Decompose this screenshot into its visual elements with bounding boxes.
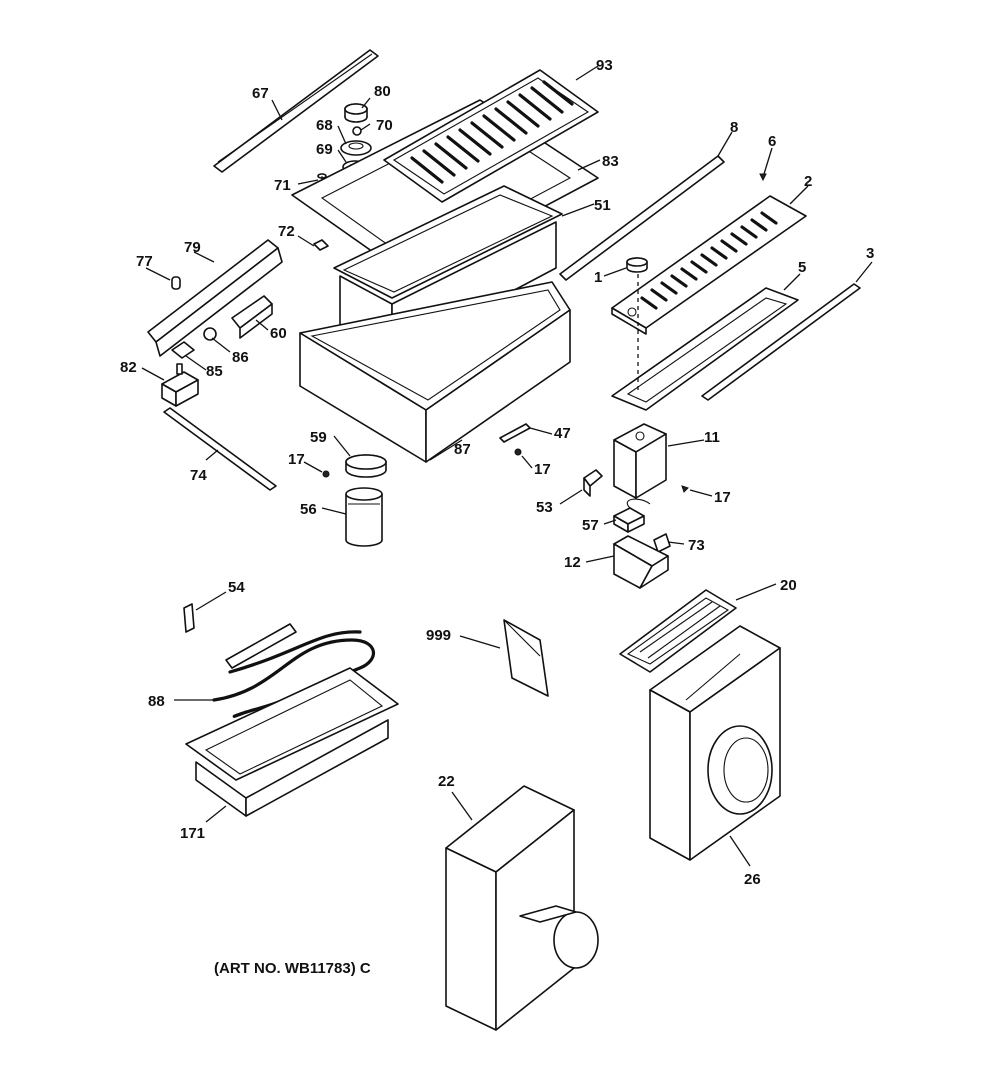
callout-57: 57 <box>582 517 599 534</box>
art-number-label: (ART NO. WB11783) C <box>214 960 371 977</box>
part-72-clip <box>313 239 329 251</box>
callout-67: 67 <box>252 85 269 102</box>
part-59-lid <box>345 454 387 478</box>
part-54-bracket <box>183 603 195 633</box>
callout-59: 59 <box>310 429 327 446</box>
part-8-strip <box>559 155 725 281</box>
part-17-screw-c <box>681 485 689 493</box>
part-17-screw-b <box>514 448 522 456</box>
callout-86: 86 <box>232 349 249 366</box>
callout-2: 2 <box>804 173 812 190</box>
part-80-knob <box>344 103 368 123</box>
callout-17-c: 17 <box>714 489 731 506</box>
callout-11: 11 <box>704 429 720 446</box>
part-67-strip <box>213 49 379 173</box>
callout-79: 79 <box>184 239 201 256</box>
callout-60: 60 <box>270 325 287 342</box>
part-73-clip <box>653 533 671 553</box>
part-1-knob <box>626 257 648 273</box>
callout-22: 22 <box>438 773 455 790</box>
part-93-grille <box>383 69 599 203</box>
callout-5: 5 <box>798 259 806 276</box>
part-60-terminal-block <box>231 295 273 339</box>
part-70-clip <box>352 126 362 136</box>
callout-85: 85 <box>206 363 223 380</box>
callout-88: 88 <box>148 693 165 710</box>
part-26-housing <box>649 625 781 861</box>
callout-83: 83 <box>602 153 619 170</box>
grille-2-slats <box>640 211 778 310</box>
callout-8: 8 <box>730 119 738 136</box>
callout-72: 72 <box>278 223 295 240</box>
part-171-drip-pan <box>185 667 399 817</box>
leader-lines <box>141 65 873 867</box>
part-17-screw-a <box>322 470 330 478</box>
callout-3: 3 <box>866 245 874 262</box>
part-6-screw <box>759 173 767 182</box>
callout-53: 53 <box>536 499 553 516</box>
callout-26: 26 <box>744 871 761 888</box>
part-86-clip <box>203 327 217 341</box>
callout-1: 1 <box>594 269 602 286</box>
callout-82: 82 <box>120 359 137 376</box>
callout-47: 47 <box>554 425 571 442</box>
callout-74: 74 <box>190 467 207 484</box>
callout-73: 73 <box>688 537 705 554</box>
callout-6: 6 <box>768 133 776 150</box>
callout-54: 54 <box>228 579 245 596</box>
part-22-blower <box>445 785 599 1031</box>
grille-93-slats <box>410 80 574 184</box>
callout-87: 87 <box>454 441 471 458</box>
callout-999: 999 <box>426 627 451 644</box>
callout-69: 69 <box>316 141 333 158</box>
part-3-strip <box>701 283 861 401</box>
part-85-plate <box>171 341 195 359</box>
callout-70: 70 <box>376 117 393 134</box>
callout-12: 12 <box>564 554 581 571</box>
part-5-frame <box>611 287 799 411</box>
callout-171: 171 <box>180 825 205 842</box>
part-57-sensor <box>613 498 651 533</box>
part-88-heating-element <box>212 623 376 718</box>
callout-17-b: 17 <box>534 461 551 478</box>
part-47-bracket <box>499 423 531 443</box>
callout-17-a: 17 <box>288 451 305 468</box>
callout-20: 20 <box>780 577 797 594</box>
callout-56: 56 <box>300 501 317 518</box>
part-87-box <box>299 281 571 463</box>
part-12-bracket <box>613 535 669 589</box>
part-77-pin <box>171 276 181 290</box>
part-2-grille <box>611 195 807 335</box>
part-999-manual <box>503 619 549 697</box>
callout-71: 71 <box>274 177 291 194</box>
callout-93: 93 <box>596 57 613 74</box>
part-53-switch <box>583 469 603 497</box>
part-68-dial <box>340 140 372 156</box>
part-11-bracket <box>613 423 667 499</box>
part-56-jar <box>345 487 383 547</box>
part-74-rail <box>163 407 277 491</box>
callout-68: 68 <box>316 117 333 134</box>
part-20-filter <box>619 589 737 673</box>
callout-77: 77 <box>136 253 153 270</box>
part-82-switch <box>161 363 199 407</box>
callout-labels: 67 80 68 70 69 71 72 77 79 60 86 85 82 7… <box>120 57 874 888</box>
callout-80: 80 <box>374 83 391 100</box>
part-79-bracket <box>147 239 283 357</box>
callout-51: 51 <box>594 197 611 214</box>
